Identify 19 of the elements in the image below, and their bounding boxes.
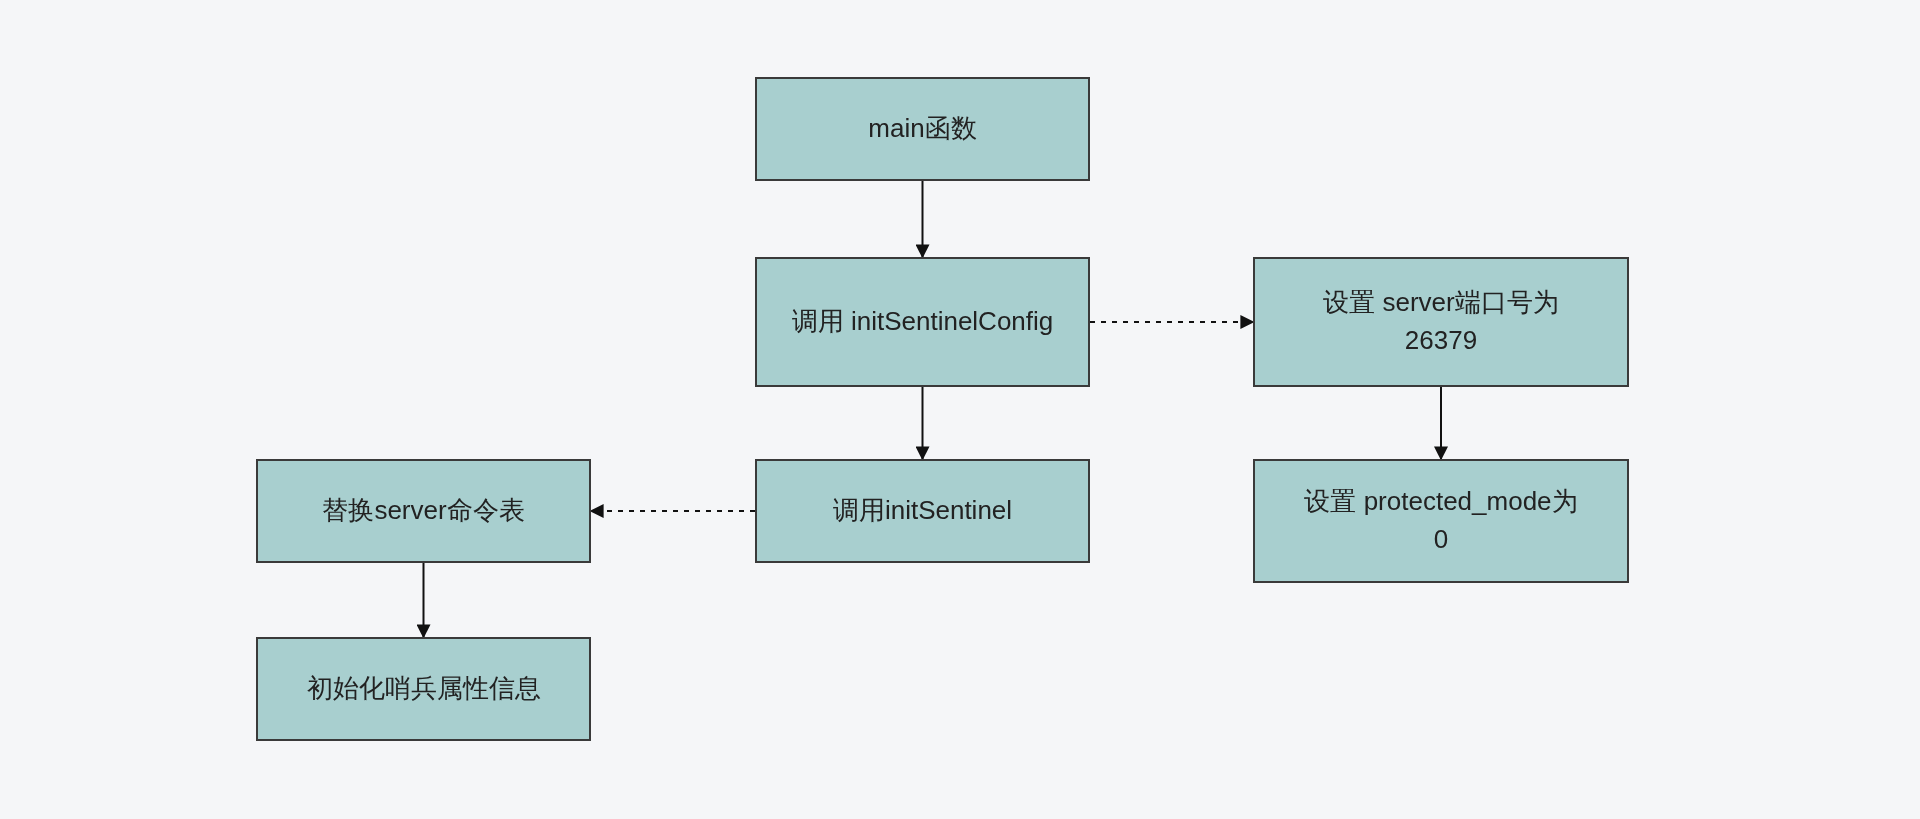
box-label: 设置 server端口号为26379 bbox=[1322, 286, 1560, 357]
arrow bbox=[1434, 386, 1448, 461]
arrow bbox=[1089, 315, 1255, 329]
process-box bbox=[1253, 459, 1629, 583]
arrow bbox=[915, 386, 930, 461]
box-label: 调用 initSentinelConfig bbox=[791, 305, 1054, 339]
box-label: 调用initSentinel bbox=[832, 494, 1013, 528]
process-box bbox=[256, 459, 591, 563]
box-label: 替换server命令表 bbox=[322, 494, 525, 528]
box-label: 设置 protected_mode为0 bbox=[1303, 485, 1579, 556]
process-box bbox=[755, 77, 1090, 181]
arrow bbox=[915, 180, 930, 259]
arrow bbox=[416, 562, 431, 639]
process-box bbox=[755, 257, 1090, 387]
process-box bbox=[755, 459, 1090, 563]
process-box bbox=[1253, 257, 1629, 387]
box-label: main函数 bbox=[868, 112, 977, 146]
box-label: 初始化哨兵属性信息 bbox=[306, 672, 541, 706]
process-box bbox=[256, 637, 591, 741]
